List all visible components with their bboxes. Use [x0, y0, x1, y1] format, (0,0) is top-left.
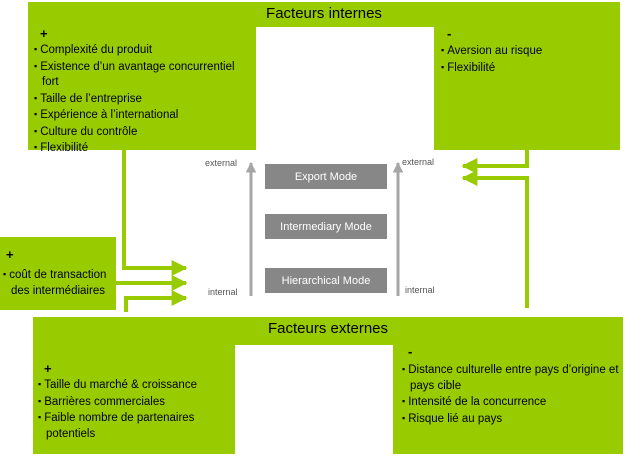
- internal-factors-gap: [256, 27, 434, 150]
- right-axis-bottom-label: internal: [405, 285, 435, 295]
- external-plus-item: Taille du marché & croissance: [38, 377, 233, 394]
- internal-plus-item: Complexité du produit: [34, 42, 254, 59]
- external-minus-list: Distance culturelle entre pays d’origine…: [402, 362, 622, 427]
- external-plus-item: Barrières commerciales: [38, 394, 233, 411]
- left-axis-bottom-label: internal: [208, 287, 238, 297]
- internal-plus-item: Expérience à l’international: [34, 107, 254, 124]
- external-minus-item: Risque lié au pays: [402, 411, 622, 428]
- internal-plus-item: Taille de l’entreprise: [34, 91, 254, 108]
- external-minus-sign: -: [408, 344, 413, 359]
- external-minus-arrow: [461, 170, 529, 308]
- internal-minus-list: Aversion au risque Flexibilité: [441, 43, 616, 76]
- internal-minus-sign: -: [447, 26, 452, 41]
- external-plus-item: Faible nombre de partenaires potentiels: [38, 410, 233, 442]
- internal-plus-item: Existence d’un avantage concurrentiel fo…: [34, 59, 254, 91]
- external-plus-arrow: [124, 290, 188, 312]
- internal-plus-item: Flexibilité: [34, 140, 254, 157]
- internal-plus-arrow: [122, 150, 188, 276]
- transaction-cost-item: coût de transaction des intermédiaires: [3, 267, 115, 299]
- external-minus-item: Distance culturelle entre pays d’origine…: [402, 362, 622, 394]
- export-mode-box: Export Mode: [265, 164, 387, 189]
- internal-plus-item: Culture du contrôle: [34, 124, 254, 141]
- internal-minus-item: Flexibilité: [441, 60, 616, 77]
- hierarchical-mode-box: Hierarchical Mode: [265, 268, 387, 293]
- external-minus-item: Intensité de la concurrence: [402, 394, 622, 411]
- external-plus-list: Taille du marché & croissance Barrières …: [38, 377, 233, 442]
- right-axis-top-label: external: [402, 157, 435, 167]
- internal-plus-sign: +: [40, 26, 48, 41]
- transaction-cost-list: coût de transaction des intermédiaires: [3, 267, 115, 299]
- transaction-plus-sign: +: [6, 247, 14, 262]
- intermediary-mode-box: Intermediary Mode: [265, 214, 387, 239]
- external-plus-sign: +: [44, 361, 52, 376]
- internal-minus-arrow: [461, 150, 529, 174]
- external-factors-title: Facteurs externes: [267, 320, 389, 337]
- internal-factors-title: Facteurs internes: [266, 5, 382, 22]
- internal-minus-item: Aversion au risque: [441, 43, 616, 60]
- left-axis-top-label: external: [205, 158, 238, 168]
- internal-plus-list: Complexité du produit Existence d’un ava…: [34, 42, 254, 157]
- external-factors-gap: [235, 345, 393, 454]
